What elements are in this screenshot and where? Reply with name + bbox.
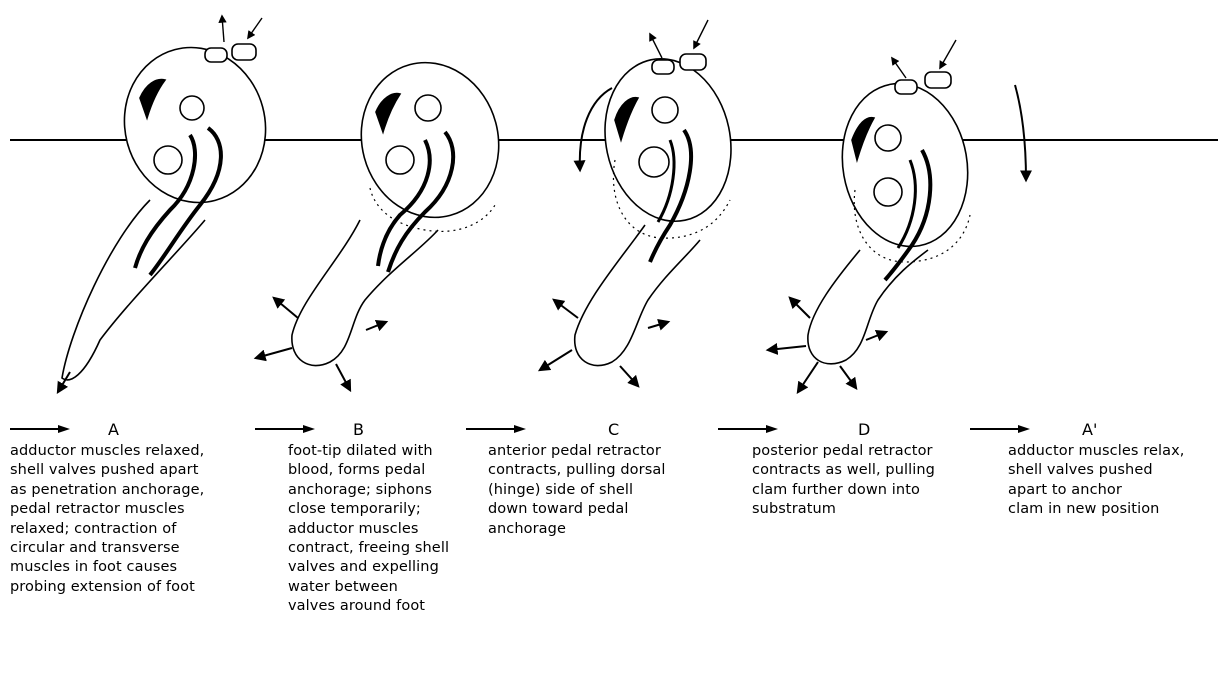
- clam-stage-c: [540, 20, 746, 386]
- stage-description: adductor muscles relax, shell valves pus…: [1008, 442, 1185, 520]
- stage-description: posterior pedal retractor contracts as w…: [752, 442, 935, 520]
- clam-stage-b: [256, 47, 516, 390]
- clam-stage-a: [58, 16, 283, 392]
- clam-a-shell: [107, 32, 283, 219]
- stage-b-caption: B foot-tip dilated with blood, forms ped…: [255, 418, 449, 617]
- stage-description: foot-tip dilated with blood, forms pedal…: [288, 442, 449, 617]
- stage-letter: B: [353, 420, 364, 439]
- clam-b-muscle-posterior: [386, 146, 414, 174]
- stage-arrow-icon: [970, 424, 1030, 434]
- clam-c-muscle-posterior: [639, 147, 669, 177]
- clam-burrowing-diagram: [0, 0, 1229, 420]
- clam-c-foot: [575, 225, 700, 366]
- clam-c-muscle-anterior: [652, 97, 678, 123]
- stage-arrow-icon: [466, 424, 526, 434]
- clam-b-muscle-anterior: [415, 95, 441, 121]
- stage-arrow-icon: [718, 424, 778, 434]
- clam-d-shell: [830, 73, 981, 256]
- clam-d-muscle-anterior: [875, 125, 901, 151]
- stage-letter: C: [608, 420, 619, 439]
- stage-a-prime-caption: A' adductor muscles relax, shell valves …: [970, 418, 1185, 520]
- clam-a-arrow-foot: [58, 372, 70, 392]
- stage-arrow-icon: [255, 424, 315, 434]
- clam-stage-d: [768, 40, 1026, 392]
- clam-c-shell: [590, 47, 745, 233]
- stage-a-caption: A adductor muscles relaxed, shell valves…: [10, 418, 204, 597]
- stage-d-caption: D posterior pedal retractor contracts as…: [718, 418, 935, 520]
- stage-arrow-icon: [10, 424, 70, 434]
- stage-description: adductor muscles relaxed, shell valves p…: [10, 442, 204, 597]
- clam-d-muscle-posterior: [874, 178, 902, 206]
- stage-letter: A: [108, 420, 119, 439]
- stage-c-caption: C anterior pedal retractor contracts, pu…: [466, 418, 665, 539]
- clam-b-foot: [292, 220, 438, 366]
- stage-letter: A': [1082, 420, 1097, 439]
- stage-letter: D: [858, 420, 870, 439]
- stage-description: anterior pedal retractor contracts, pull…: [488, 442, 665, 539]
- clam-a-siphon-left: [205, 48, 227, 62]
- clam-a-siphon-right: [232, 44, 256, 60]
- clam-d-foot: [808, 250, 928, 364]
- clam-a-muscle-anterior: [180, 96, 204, 120]
- clam-a-muscle-posterior: [154, 146, 182, 174]
- clam-d-rotation-arrow: [1015, 85, 1026, 180]
